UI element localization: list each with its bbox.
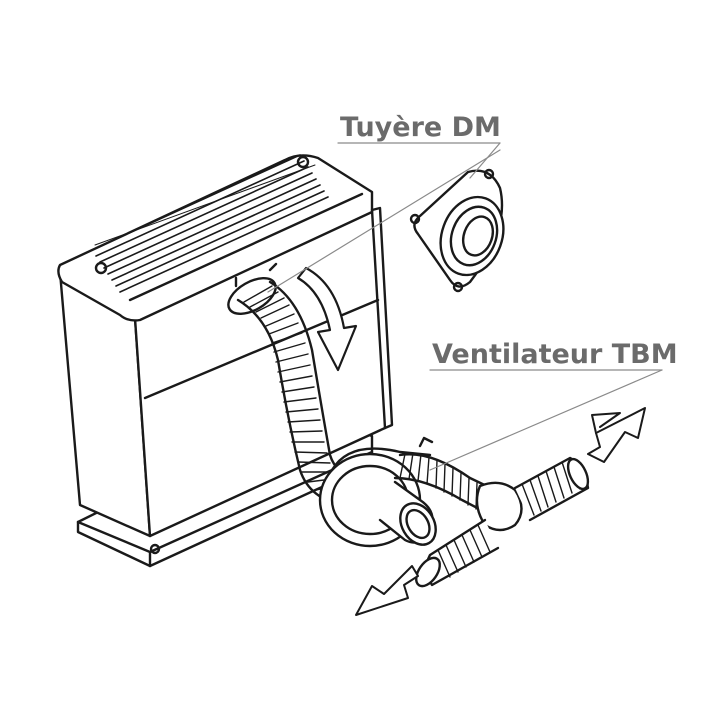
label-ventilateur-tbm: Ventilateur TBM [432, 339, 678, 370]
t-junction [475, 481, 523, 532]
flex-duct-upper [393, 452, 497, 514]
tuyere-nozzle [409, 168, 505, 293]
heater-grille [91, 154, 329, 293]
leader-lines [267, 142, 663, 471]
flex-duct-right [513, 456, 590, 522]
double-headed-arrow-icon [355, 407, 646, 616]
label-tuyere-dm: Tuyère DM [340, 112, 501, 143]
flex-duct-left [415, 518, 500, 588]
leader-tuyere-to-outlet [267, 149, 501, 293]
leader-ventilateur-to-blower [429, 369, 663, 471]
screw-left [94, 261, 108, 275]
curved-down-arrow-icon [296, 266, 358, 372]
leader-tuyere-to-nozzle [469, 142, 501, 179]
